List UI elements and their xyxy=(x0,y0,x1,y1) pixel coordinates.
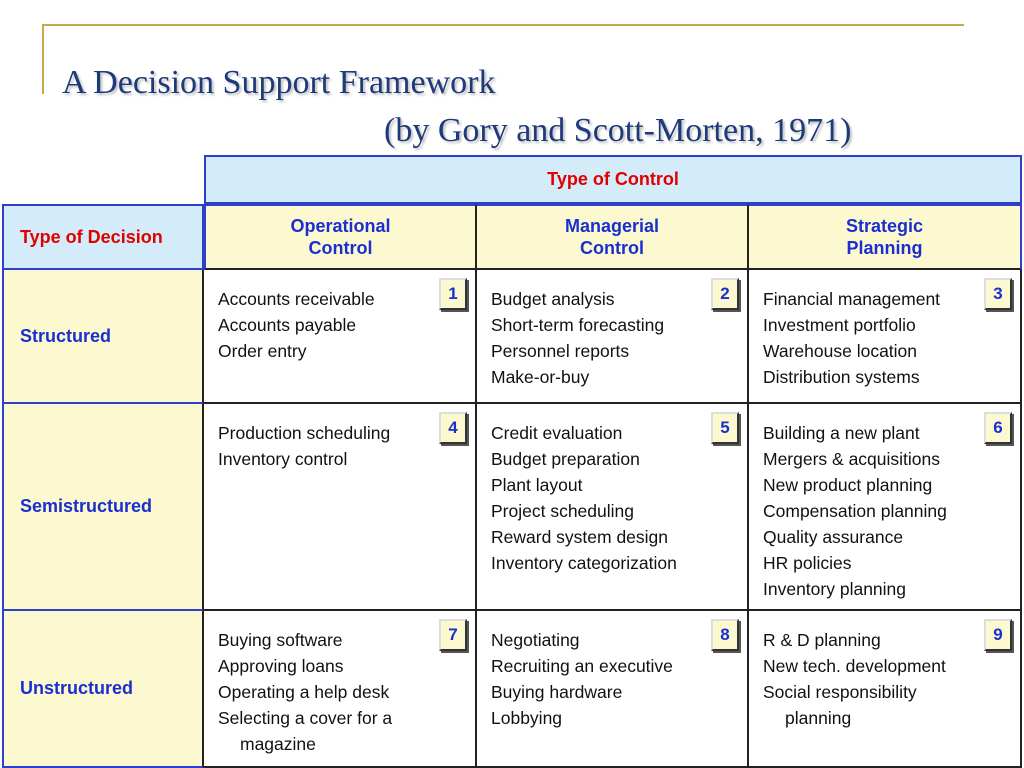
table-cell: 1 Accounts receivable Accounts payable O… xyxy=(204,270,477,404)
list-item: Lobbying xyxy=(491,708,563,728)
list-item: Plant layout xyxy=(491,475,583,495)
list-item: Mergers & acquisitions xyxy=(763,449,941,469)
cell-item-list: Negotiating Recruiting an executive Buyi… xyxy=(491,627,741,731)
list-item: Short-term forecasting xyxy=(491,315,665,335)
list-item: Negotiating xyxy=(491,630,580,650)
slide-title: A Decision Support Framework xyxy=(62,64,496,101)
list-item: Order entry xyxy=(218,341,307,361)
list-item: Inventory categorization xyxy=(491,553,677,573)
list-item: Buying software xyxy=(218,630,343,650)
list-item: Make-or-buy xyxy=(491,367,590,387)
row-header-semistructured: Semistructured xyxy=(2,404,204,611)
list-item: Project scheduling xyxy=(491,501,634,521)
list-item: Investment portfolio xyxy=(763,315,916,335)
list-item: Accounts payable xyxy=(218,315,357,335)
list-item: New product planning xyxy=(763,475,933,495)
type-of-decision-header: Type of Decision xyxy=(2,204,204,270)
cell-number-badge: 2 xyxy=(711,278,739,310)
row-header-structured: Structured xyxy=(2,270,204,404)
list-item: Compensation planning xyxy=(763,501,947,521)
cell-item-list: Production scheduling Inventory control xyxy=(218,420,469,472)
list-item: Approving loans xyxy=(218,656,344,676)
list-item: magazine xyxy=(240,734,316,754)
column-header-line: Operational xyxy=(290,216,391,236)
list-item: Reward system design xyxy=(491,527,669,547)
list-item: HR policies xyxy=(763,553,852,573)
list-item: Recruiting an executive xyxy=(491,656,673,676)
column-header-line: Planning xyxy=(846,238,923,258)
cell-item-list: Building a new plant Mergers & acquisiti… xyxy=(763,420,1014,602)
list-item: Budget preparation xyxy=(491,449,640,469)
list-item: Accounts receivable xyxy=(218,289,375,309)
column-header-line: Control xyxy=(308,238,373,258)
list-item: Quality assurance xyxy=(763,527,904,547)
list-item: Inventory control xyxy=(218,449,348,469)
column-header-line: Strategic xyxy=(845,216,924,236)
row-header-unstructured: Unstructured xyxy=(2,611,204,768)
list-item: Selecting a cover for a xyxy=(218,708,393,728)
list-item: Social responsibility xyxy=(763,682,917,702)
cell-item-list: Credit evaluation Budget preparation Pla… xyxy=(491,420,741,576)
cell-number-badge: 1 xyxy=(439,278,467,310)
list-item: Buying hardware xyxy=(491,682,623,702)
table-cell: 2 Budget analysis Short-term forecasting… xyxy=(477,270,749,404)
cell-number-badge: 8 xyxy=(711,619,739,651)
list-item: Budget analysis xyxy=(491,289,615,309)
list-item: Inventory planning xyxy=(763,579,907,599)
top-border-line xyxy=(42,24,964,26)
list-item: Distribution systems xyxy=(763,367,920,387)
column-header-line: Managerial xyxy=(564,216,660,236)
table-cell: 3 Financial management Investment portfo… xyxy=(749,270,1022,404)
table-cell: 6 Building a new plant Mergers & acquisi… xyxy=(749,404,1022,611)
slide-subtitle: (by Gory and Scott-Morten, 1971) xyxy=(384,112,852,149)
list-item: Building a new plant xyxy=(763,423,920,443)
list-item: Credit evaluation xyxy=(491,423,623,443)
list-item: Operating a help desk xyxy=(218,682,390,702)
left-border-line xyxy=(42,24,44,94)
cell-number-badge: 9 xyxy=(984,619,1012,651)
list-item: Financial management xyxy=(763,289,941,309)
cell-number-badge: 6 xyxy=(984,412,1012,444)
table-cell: 4 Production scheduling Inventory contro… xyxy=(204,404,477,611)
cell-number-badge: 3 xyxy=(984,278,1012,310)
list-item: New tech. development xyxy=(763,656,946,676)
list-item: Warehouse location xyxy=(763,341,918,361)
column-header-line: Control xyxy=(580,238,644,258)
table-cell: 9 R & D planning New tech. development S… xyxy=(749,611,1022,768)
cell-number-badge: 5 xyxy=(711,412,739,444)
list-item: R & D planning xyxy=(763,630,881,650)
list-item: planning xyxy=(785,708,852,728)
cell-item-list: Buying software Approving loans Operatin… xyxy=(218,627,469,757)
table-cell: 8 Negotiating Recruiting an executive Bu… xyxy=(477,611,749,768)
table-cell: 7 Buying software Approving loans Operat… xyxy=(204,611,477,768)
list-item: Personnel reports xyxy=(491,341,630,361)
cell-item-list: R & D planning New tech. development Soc… xyxy=(763,627,1014,731)
list-item: Production scheduling xyxy=(218,423,391,443)
cell-number-badge: 7 xyxy=(439,619,467,651)
cell-item-list: Budget analysis Short-term forecasting P… xyxy=(491,286,741,390)
cell-number-badge: 4 xyxy=(439,412,467,444)
cell-item-list: Accounts receivable Accounts payable Ord… xyxy=(218,286,469,364)
cell-item-list: Financial management Investment portfoli… xyxy=(763,286,1014,390)
table-cell: 5 Credit evaluation Budget preparation P… xyxy=(477,404,749,611)
type-of-control-header: Type of Control xyxy=(204,155,1022,204)
